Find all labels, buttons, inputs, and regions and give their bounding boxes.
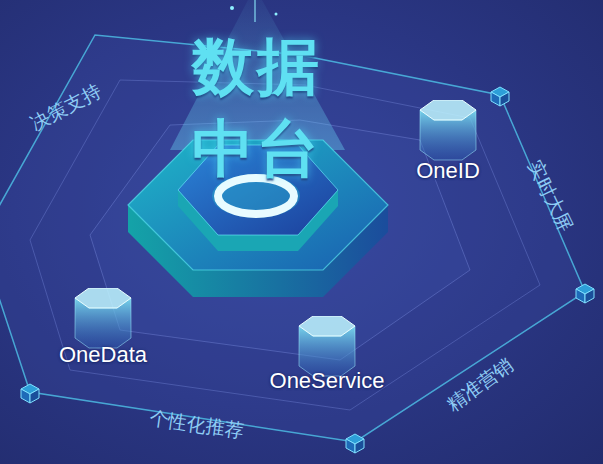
platform-title: 数据 中台 xyxy=(182,26,332,196)
service-node: OneID xyxy=(407,100,489,188)
service-node: OneService xyxy=(254,316,400,398)
node-label: OneID xyxy=(416,158,480,188)
node-label: OneService xyxy=(270,368,385,398)
service-node: OneData xyxy=(47,288,159,372)
node-label: OneData xyxy=(59,342,147,372)
title-text: 数据 中台 xyxy=(192,26,322,190)
